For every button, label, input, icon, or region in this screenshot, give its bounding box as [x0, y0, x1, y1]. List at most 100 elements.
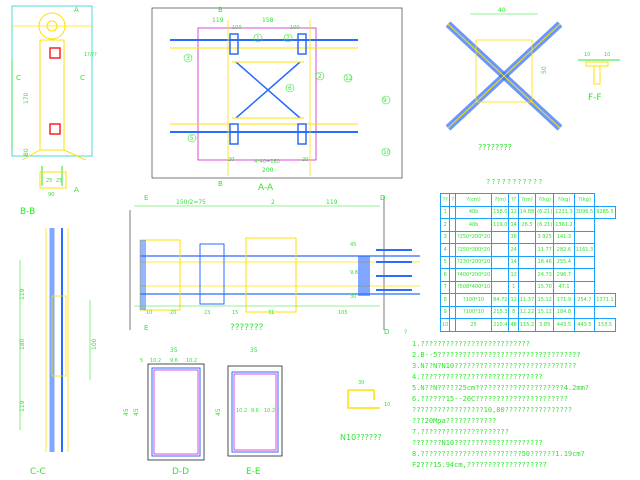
elev-side-98: 9,8	[350, 270, 358, 276]
table-cell: 24.73	[535, 268, 555, 282]
table-cell: 282.6	[553, 243, 575, 257]
table-cell: 3.85	[535, 318, 555, 332]
view-label-cc: C-C	[30, 467, 46, 477]
table-cell: ??	[508, 193, 519, 207]
table-cell: 40b	[455, 205, 493, 219]
aa-dim-119: 119	[212, 17, 224, 24]
table-cell	[491, 230, 510, 244]
table-cell: 8	[508, 305, 519, 319]
table-total-cell: 9285.5	[594, 205, 616, 219]
dd-dim-5: 5	[140, 358, 143, 364]
table-cell: 40b	[455, 218, 493, 232]
section-mark-a-top: A	[74, 6, 79, 14]
table-cell: ?100*10	[455, 293, 493, 307]
table-cell: 25	[455, 318, 493, 332]
table-cell: ?(m)	[491, 193, 510, 207]
table-cell: 12	[508, 205, 519, 219]
section-mark-c-right: C	[80, 74, 85, 82]
dd-dim-45b: 45	[133, 408, 140, 416]
elev-side-30: 30	[350, 294, 356, 300]
table-cell	[573, 230, 596, 244]
table-cell: 12.22	[517, 305, 537, 319]
table-cell: 119.0	[491, 218, 510, 232]
view-label-n10: N10??????	[340, 433, 382, 442]
table-cell	[491, 255, 510, 269]
note-line: 6.??????15--20C??????????????????????	[412, 395, 568, 403]
view-label-ff: F-F	[588, 93, 602, 103]
ee-dim-35: 35	[250, 347, 258, 354]
table-cell: ?(kg)	[573, 193, 596, 207]
table-cell: ??	[439, 193, 451, 207]
table-total-cell: 1371.1	[594, 293, 616, 307]
table-cell: 215.3	[491, 305, 510, 319]
elev-side-45: 45	[350, 242, 356, 248]
table-total-cell: 153.5	[594, 318, 616, 332]
note-line: 5.N??N?????25cm?????????????????????4.2m…	[412, 384, 590, 392]
table-cell: 1231.3	[553, 205, 575, 219]
view-label-elevation: ???????	[230, 323, 264, 333]
dd-dim-45a: 45	[123, 408, 130, 416]
table-cell: 12	[508, 268, 519, 282]
table-cell: ?230*200*20	[455, 255, 493, 269]
ee-dim-102a: 10.2	[236, 408, 247, 414]
table-cell: 254.7	[573, 293, 596, 307]
dim-25a: 25	[46, 178, 52, 184]
view-ee: 35 10.2 9.6 10.2 45 E-E	[215, 347, 283, 477]
elev-mark-q: ?	[404, 329, 407, 336]
elev-dim-31: 31	[268, 310, 274, 316]
table-cell: 48	[508, 318, 519, 332]
aa-rebar-9: 10	[383, 149, 391, 156]
view-aa: 119 158 100 100 20 4*40=160 20 200 B B A…	[151, 6, 403, 193]
view-cc: 119 180 119 100 C-C	[19, 228, 98, 477]
table-cell	[491, 280, 510, 294]
table-cell	[573, 305, 596, 319]
note-line: 2.B--5??????????????????????????????????	[412, 351, 581, 359]
dim-90: 90	[48, 192, 54, 198]
table-cell: 8	[439, 293, 451, 307]
table-cell: 255.4	[553, 255, 575, 269]
dd-dim-102b: 10.2	[186, 358, 197, 364]
table-cell: 26.5	[517, 218, 537, 232]
table-cell: ?(cm)	[455, 193, 493, 207]
table-cell: 184.8	[553, 305, 575, 319]
aa-dim-100b: 100	[290, 25, 300, 31]
table-cell: 11.77	[535, 243, 555, 257]
view-bb: 170 80 25 25 90 A A C C 1?/?? B-B	[11, 5, 97, 217]
view-ff: 40 50 ???????? 10 10 F-F	[445, 7, 620, 152]
table-cell: 7	[439, 280, 451, 294]
table-cell	[517, 255, 537, 269]
view-label-aa: A-A	[258, 183, 274, 193]
table-cell	[573, 218, 596, 232]
section-mark-a-bottom: A	[74, 186, 79, 194]
elev-dim-15: 15	[232, 310, 238, 316]
table-cell	[517, 280, 537, 294]
aa-dim-158: 158	[262, 17, 274, 24]
ee-dim-45: 45	[215, 408, 222, 416]
note-line: 3.N??N?N10?????????????????????????????	[412, 362, 577, 370]
table-cell: ?(kg)	[553, 193, 575, 207]
elev-dim-75: 150/2=75	[176, 199, 206, 206]
aa-rebar-2: 2	[286, 35, 290, 42]
cc-dim-119a: 119	[19, 288, 26, 300]
elev-dim-20: 20	[170, 310, 176, 316]
elev-mark-d-top: D	[380, 194, 385, 202]
table-cell	[491, 268, 510, 282]
table-cell: ?400*200*20	[455, 268, 493, 282]
table-cell: 210.4	[491, 318, 510, 332]
table-cell: 171.9	[553, 293, 575, 307]
note-line: ?????????????????10,80????????????????	[412, 406, 573, 414]
note-line: F2???15.94cm,???????????????????	[412, 461, 547, 469]
aa-dim-200: 200	[262, 167, 274, 174]
aa-rebar-6: 2	[318, 73, 322, 80]
table-cell	[573, 255, 596, 269]
table-cell: 158.0	[491, 205, 510, 219]
table-cell: 115.2	[517, 318, 537, 332]
table-cell: 6	[439, 268, 451, 282]
